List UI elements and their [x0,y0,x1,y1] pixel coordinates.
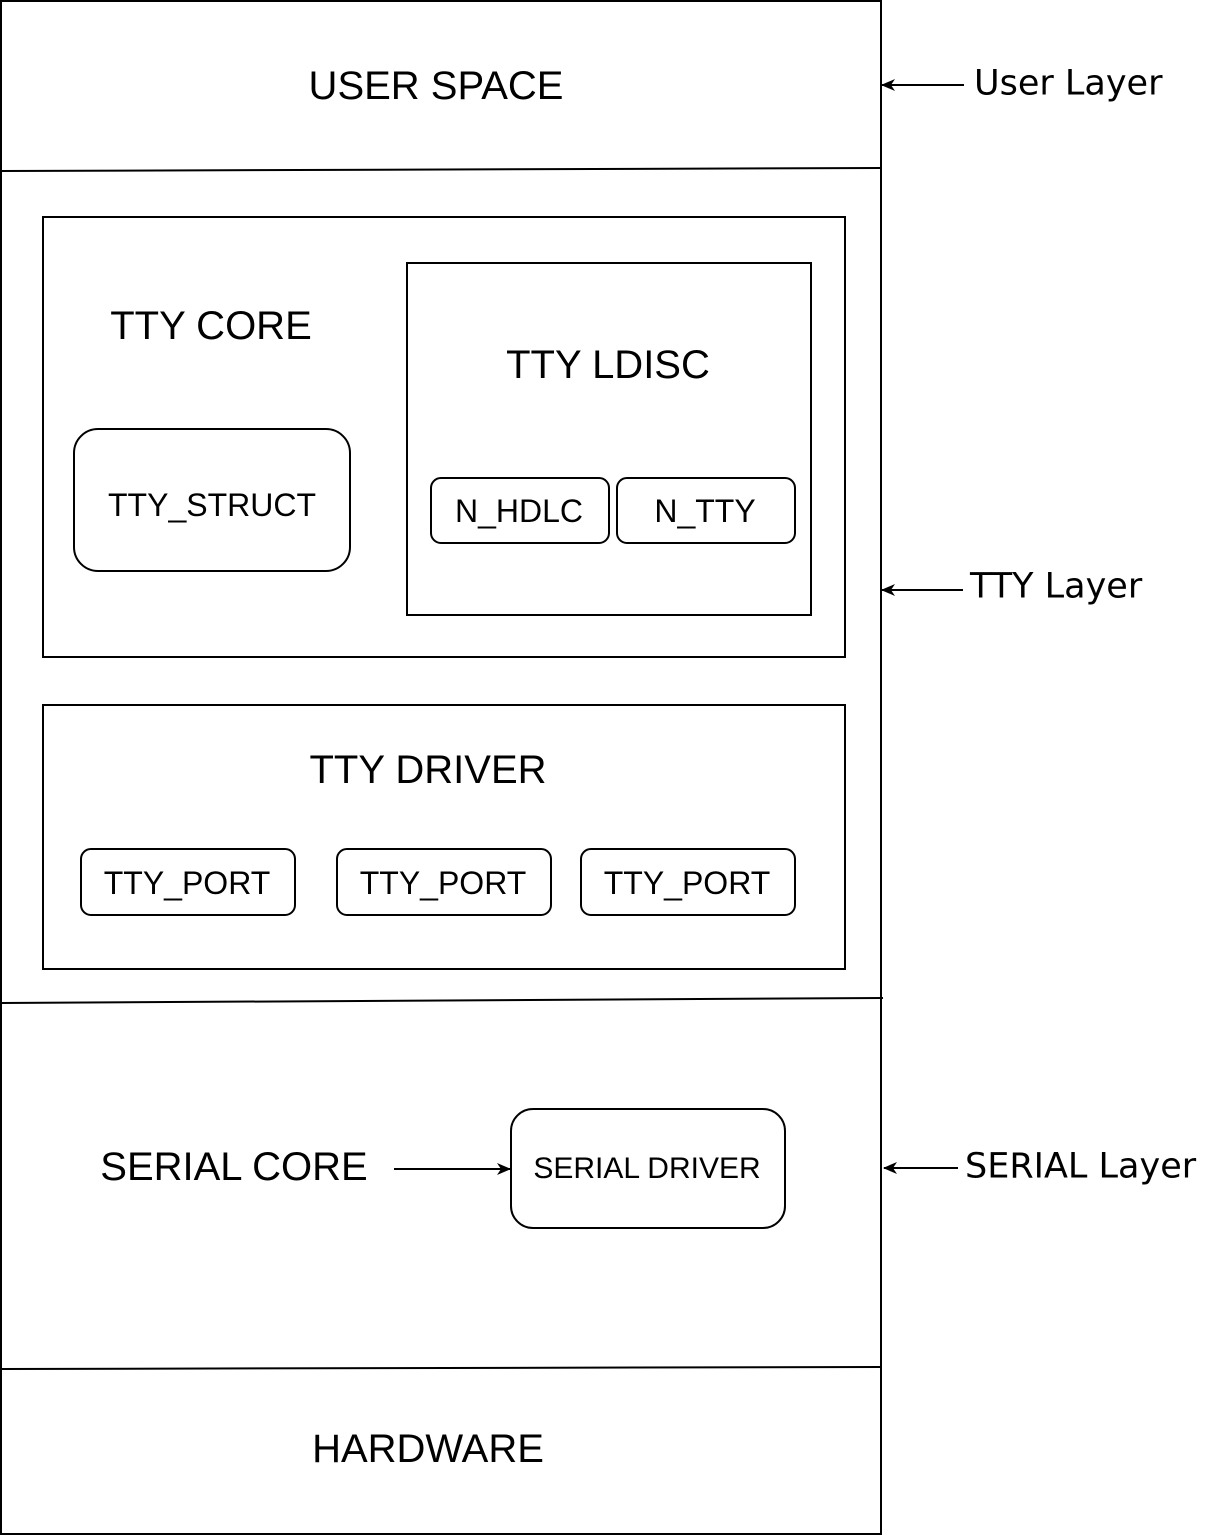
n-tty-label: N_TTY [654,493,756,529]
tty-core-title: TTY CORE [110,304,312,348]
tty-port-box-3 [580,848,796,916]
n-tty-box [616,477,796,544]
serial-core-label: SERIAL CORE [100,1145,368,1189]
separator-tty-serial [0,997,884,1004]
serial-driver-label: SERIAL DRIVER [533,1152,761,1185]
tty-port-label-3: TTY_PORT [603,865,771,901]
tty-driver-box [42,704,846,970]
n-hdlc-box [430,477,610,544]
user-space-label: USER SPACE [308,64,564,108]
hardware-label: HARDWARE [312,1427,544,1471]
tty-struct-label: TTY_STRUCT [108,487,316,523]
tty-port-box-1 [80,848,296,916]
tty-core-box [42,216,846,658]
user-layer-label: User Layer [974,63,1163,104]
tty-struct-box [73,428,351,572]
separator-user-tty [0,167,882,172]
n-hdlc-label: N_HDLC [454,493,584,529]
separator-serial-hardware [0,1366,882,1370]
tty-port-box-2 [336,848,552,916]
tty-driver-title: TTY DRIVER [309,748,547,792]
serial-driver-box [510,1108,786,1229]
tty-ldisc-title: TTY LDISC [506,343,710,387]
outer-frame [0,0,882,1535]
tty-port-label-2: TTY_PORT [359,865,527,901]
tty-port-label-1: TTY_PORT [103,865,271,901]
tty-ldisc-box [406,262,812,616]
tty-layer-label: TTY Layer [970,566,1143,607]
serial-layer-label: SERIAL Layer [965,1146,1197,1187]
